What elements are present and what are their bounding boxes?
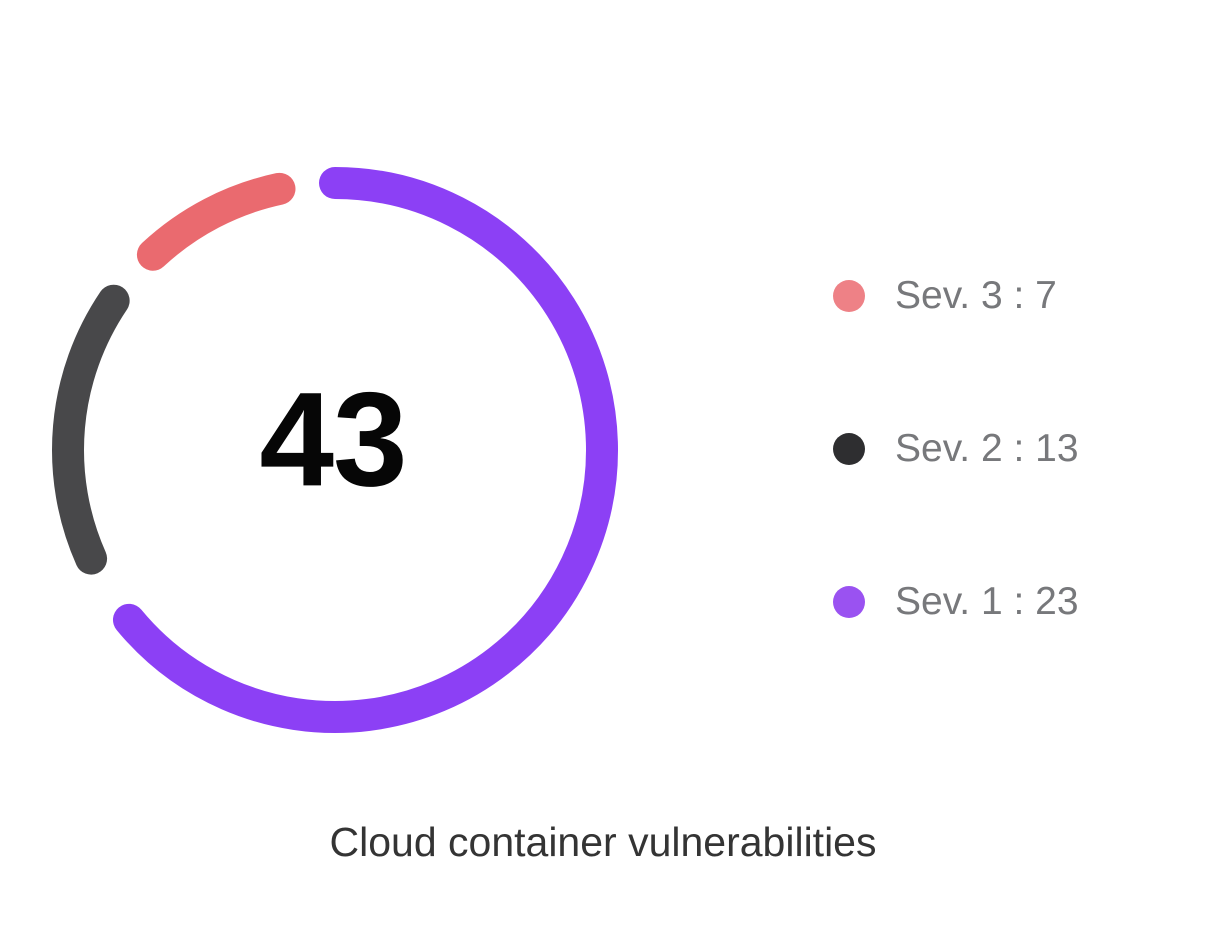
- legend: Sev. 3 : 7 Sev. 2 : 13 Sev. 1 : 23: [833, 272, 1079, 626]
- total-count: 43: [259, 365, 407, 515]
- sev2-dot-icon: [833, 433, 865, 465]
- arc-sev-1: [112, 167, 618, 733]
- chart-title: Cloud container vulnerabilities: [329, 819, 877, 865]
- sev1-dot-icon: [833, 586, 865, 618]
- arc-sev-3: [136, 172, 296, 271]
- sev3-dot-icon: [833, 280, 865, 312]
- legend-label-sev3: Sev. 3 : 7: [895, 274, 1057, 317]
- arc-sev-2: [52, 284, 130, 575]
- legend-item-sev3: Sev. 3 : 7: [833, 272, 1079, 320]
- legend-item-sev2: Sev. 2 : 13: [833, 425, 1079, 473]
- legend-label-sev1: Sev. 1 : 23: [895, 580, 1079, 623]
- legend-item-sev1: Sev. 1 : 23: [833, 578, 1079, 626]
- legend-label-sev2: Sev. 2 : 13: [895, 427, 1079, 470]
